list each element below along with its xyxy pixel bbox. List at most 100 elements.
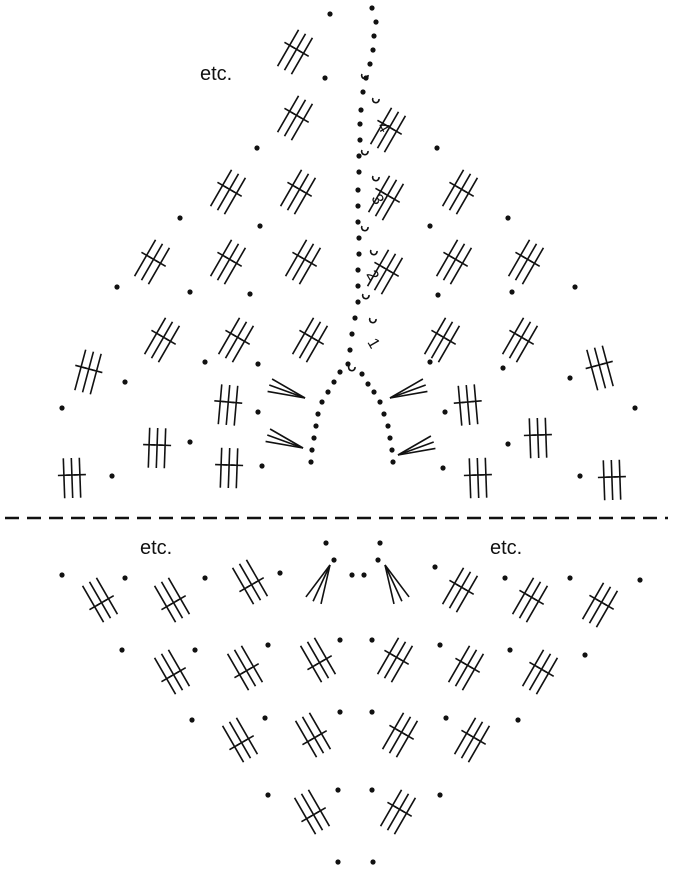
- chain-dot: [265, 792, 271, 798]
- treble-cluster-bar: [230, 259, 243, 267]
- treble-cluster-bar: [602, 602, 615, 610]
- treble-cluster: [233, 385, 239, 426]
- chain-dot: [349, 572, 355, 578]
- treble-cluster: [307, 789, 331, 827]
- chain-dot: [361, 572, 367, 578]
- chain-dot: [375, 557, 381, 563]
- chain-dot: [323, 540, 329, 546]
- chain-dot: [373, 19, 379, 25]
- row-number-1: 1: [364, 336, 383, 352]
- etc-label-top: etc.: [200, 63, 232, 85]
- chain-dot: [255, 409, 261, 415]
- treble-cluster: [423, 317, 447, 355]
- treble-cluster: [70, 457, 74, 499]
- treble-cluster: [454, 649, 478, 687]
- treble-cluster: [388, 716, 412, 754]
- treble-cluster: [383, 115, 407, 153]
- treble-cluster-bar: [297, 115, 310, 123]
- treble-cluster: [160, 581, 184, 619]
- chain-dot: [119, 647, 125, 653]
- treble-cluster: [147, 427, 151, 468]
- treble-cluster: [223, 177, 247, 215]
- chain-dot: [432, 564, 438, 570]
- treble-cluster-bar: [532, 597, 545, 605]
- treble-cluster: [586, 349, 599, 391]
- inner-fan: [269, 384, 306, 399]
- chain-dot: [247, 291, 253, 297]
- chain-dot: [352, 315, 358, 321]
- chain-dot: [507, 647, 513, 653]
- treble-cluster-bar: [462, 189, 475, 197]
- treble-cluster-bar: [397, 657, 410, 665]
- chain-dot: [502, 575, 508, 581]
- chain-dot: [505, 215, 511, 221]
- chain-dot: [177, 215, 183, 221]
- treble-cluster: [221, 725, 245, 763]
- chain-dot: [437, 792, 443, 798]
- treble-cluster: [441, 169, 465, 207]
- chain-dot: [337, 637, 343, 643]
- inner-fan: [384, 564, 395, 605]
- chain-dot: [435, 292, 441, 298]
- treble-cluster: [300, 793, 324, 831]
- treble-cluster: [157, 325, 181, 363]
- treble-cluster: [147, 247, 171, 285]
- treble-cluster: [301, 716, 325, 754]
- treble-cluster-bar: [468, 665, 481, 673]
- chain-dot: [265, 642, 271, 648]
- treble-cluster: [507, 239, 531, 277]
- chain-dot: [434, 145, 440, 151]
- treble-cluster: [283, 99, 307, 137]
- chain-dot: [335, 787, 341, 793]
- treble-cluster-bar: [229, 743, 241, 751]
- chain-dot: [187, 439, 193, 445]
- chain-dot: [500, 365, 506, 371]
- chain-dot: [259, 463, 265, 469]
- chain-dot: [325, 389, 331, 395]
- slip-loop: [368, 317, 377, 324]
- treble-cluster-bar: [154, 259, 167, 267]
- chain-dot: [202, 575, 208, 581]
- chain-dot: [313, 423, 319, 429]
- treble-cluster: [383, 641, 407, 679]
- treble-cluster: [442, 243, 466, 281]
- treble-cluster: [74, 349, 87, 391]
- chain-dot: [311, 435, 317, 441]
- chain-dot: [59, 572, 65, 578]
- treble-cluster-bar: [312, 337, 325, 345]
- treble-cluster: [293, 797, 317, 835]
- inner-fan: [397, 435, 432, 456]
- etc-label-bottom-left: etc.: [140, 537, 172, 559]
- chain-dot: [114, 284, 120, 290]
- treble-cluster-bar: [305, 259, 318, 267]
- chain-dot: [355, 219, 361, 225]
- treble-cluster: [437, 325, 461, 363]
- treble-cluster: [299, 645, 323, 683]
- treble-cluster: [219, 447, 223, 488]
- treble-cluster: [521, 649, 545, 687]
- treble-cluster: [508, 321, 532, 359]
- chain-dot: [331, 379, 337, 385]
- treble-cluster: [380, 257, 404, 295]
- treble-cluster-bar: [234, 671, 246, 679]
- treble-cluster-bar: [161, 675, 173, 683]
- treble-cluster: [286, 173, 310, 211]
- treble-cluster: [390, 645, 414, 683]
- treble-cluster: [305, 325, 329, 363]
- chain-dot: [442, 409, 448, 415]
- treble-cluster: [89, 353, 102, 395]
- treble-cluster: [88, 581, 112, 619]
- chain-dot: [337, 709, 343, 715]
- chain-dot: [370, 47, 376, 53]
- treble-cluster: [447, 645, 471, 683]
- treble-cluster: [291, 317, 315, 355]
- chain-dot: [254, 145, 260, 151]
- treble-cluster-bar: [161, 603, 173, 611]
- treble-cluster: [448, 173, 472, 211]
- treble-cluster: [381, 183, 405, 221]
- treble-cluster: [298, 321, 322, 359]
- chain-dot: [427, 359, 433, 365]
- treble-cluster: [95, 577, 119, 615]
- treble-cluster: [535, 657, 559, 695]
- treble-cluster: [381, 712, 405, 750]
